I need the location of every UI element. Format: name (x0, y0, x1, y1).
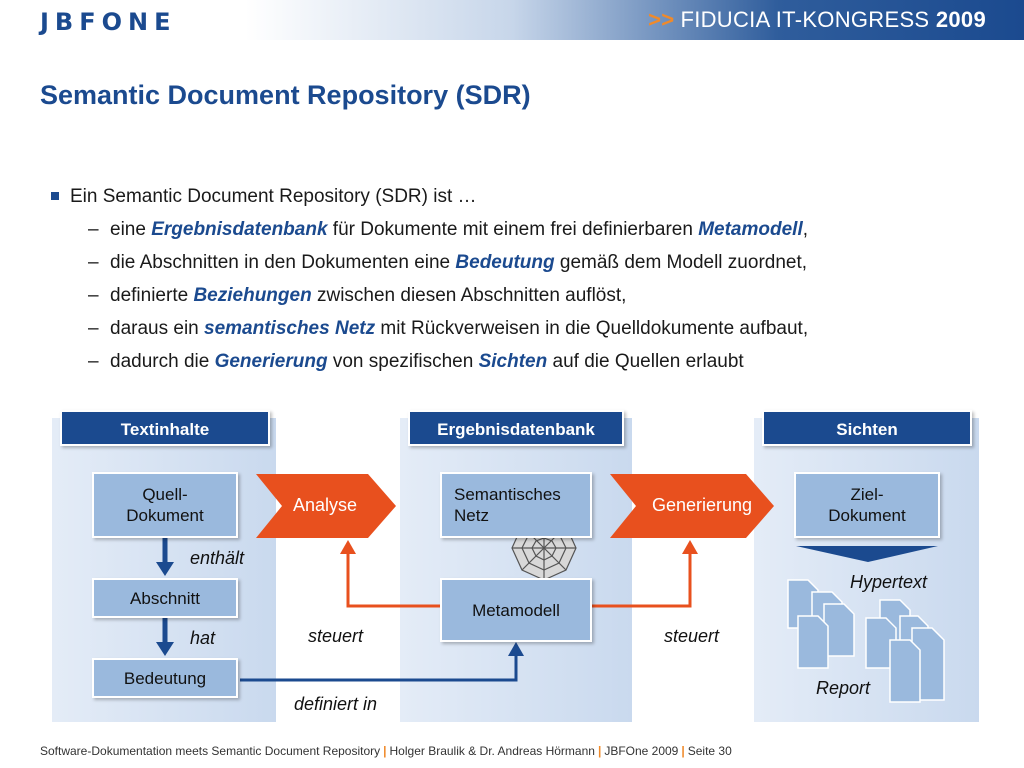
text-segment: zwischen diesen Abschnitten auflöst, (311, 285, 627, 306)
footer-separator: | (597, 744, 602, 758)
footer-separator: | (681, 744, 685, 758)
header-bar: JBFONE >>FIDUCIA IT-KONGRESS 2009 (0, 0, 1024, 40)
congress-year: 2009 (935, 7, 986, 32)
congress-text: FIDUCIA IT-KONGRESS (680, 7, 930, 32)
sub-bullet-1: eine Ergebnisdatenbank für Dokumente mit… (48, 213, 988, 246)
arrow-steuert-right-head (682, 540, 698, 554)
document-stack-left-icon (787, 579, 855, 669)
label-hypertext: Hypertext (850, 572, 928, 592)
document-stack-right-icon (865, 599, 945, 703)
text-segment: dadurch die (110, 351, 215, 372)
congress-arrows: >> (648, 7, 675, 32)
text-segment: für Dokumente mit einem frei definierbar… (327, 219, 699, 240)
box-abschnitt: Abschnitt (92, 578, 238, 618)
text-segment: von spezifischen (327, 351, 479, 372)
footer-event: JBFOne 2009 (604, 744, 679, 758)
label-steuert-right: steuert (664, 626, 720, 646)
arrow-steuert-left (346, 552, 440, 608)
text-segment: auf die Quellen erlaubt (547, 351, 744, 372)
arrow-defined-in-head (508, 642, 524, 656)
arrow-has-head (156, 642, 174, 656)
label-enthaelt: enthält (190, 548, 245, 568)
label-report: Report (816, 678, 871, 698)
label-steuert-left: steuert (308, 626, 364, 646)
footer-authors: Holger Braulik & Dr. Andreas Hörmann (389, 744, 595, 758)
sub-bullet-4: daraus ein semantisches Netz mit Rückver… (48, 312, 988, 345)
sub-bullet-5: dadurch die Generierung von spezifischen… (48, 345, 988, 378)
highlight-term: Beziehungen (193, 285, 312, 306)
footer-separator: | (383, 744, 387, 758)
footer-title: Software-Dokumentation meets Semantic Do… (40, 744, 381, 758)
arrow-contains-head (156, 562, 174, 576)
label-definiert-in: definiert in (294, 694, 378, 714)
label-analyse: Analyse (292, 495, 358, 515)
text-segment: eine (110, 219, 152, 240)
label-generierung: Generierung (651, 495, 753, 515)
generierung-chevron (610, 474, 774, 538)
box-ziel-dokument: Ziel- Dokument (794, 472, 940, 538)
highlight-term: Metamodell (698, 219, 803, 240)
box-bedeutung: Bedeutung (92, 658, 238, 698)
slide-title: Semantic Document Repository (SDR) (40, 80, 531, 110)
highlight-term: semantisches Netz (204, 318, 376, 339)
text-segment: , (802, 219, 809, 240)
text-segment: daraus ein (110, 318, 205, 339)
text-segment: gemäß dem Modell zuordnet, (554, 252, 808, 273)
arrow-steuert-left-head (340, 540, 356, 554)
header-sichten: Sichten (762, 410, 972, 446)
header-textinhalte: Textinhalte (60, 410, 270, 446)
highlight-term: Sichten (478, 351, 548, 372)
sub-bullet-3: definierte Beziehungen zwischen diesen A… (48, 279, 988, 312)
text-segment: definierte (110, 285, 194, 306)
header-gradient (0, 0, 1024, 40)
congress-banner: >>FIDUCIA IT-KONGRESS 2009 (648, 7, 986, 33)
arrow-steuert-right (592, 552, 692, 608)
arrow-defined-in (240, 654, 518, 682)
bullet-list: Ein Semantic Document Repository (SDR) i… (48, 180, 988, 378)
highlight-term: Bedeutung (455, 252, 555, 273)
header-ergebnisdatenbank: Ergebnisdatenbank (408, 410, 624, 446)
text-segment: mit Rückverweisen in die Quelldokumente … (375, 318, 809, 339)
sub-bullet-2: die Abschnitten in den Dokumenten eine B… (48, 246, 988, 279)
text-segment: die Abschnitten in den Dokumenten eine (110, 252, 456, 273)
jbfone-logo: JBFONE (40, 8, 177, 36)
footer-page-number: Seite 30 (687, 744, 732, 758)
footer: Software-Dokumentation meets Semantic Do… (40, 744, 732, 758)
analyse-chevron (256, 474, 396, 538)
box-quell-dokument: Quell- Dokument (92, 472, 238, 538)
label-hat: hat (190, 628, 216, 648)
highlight-term: Ergebnisdatenbank (151, 219, 328, 240)
brace-icon (796, 546, 938, 562)
box-semantisches-netz: Semantisches Netz (440, 472, 592, 538)
highlight-term: Generierung (214, 351, 328, 372)
box-metamodell: Metamodell (440, 578, 592, 642)
bullet-main: Ein Semantic Document Repository (SDR) i… (48, 180, 988, 213)
